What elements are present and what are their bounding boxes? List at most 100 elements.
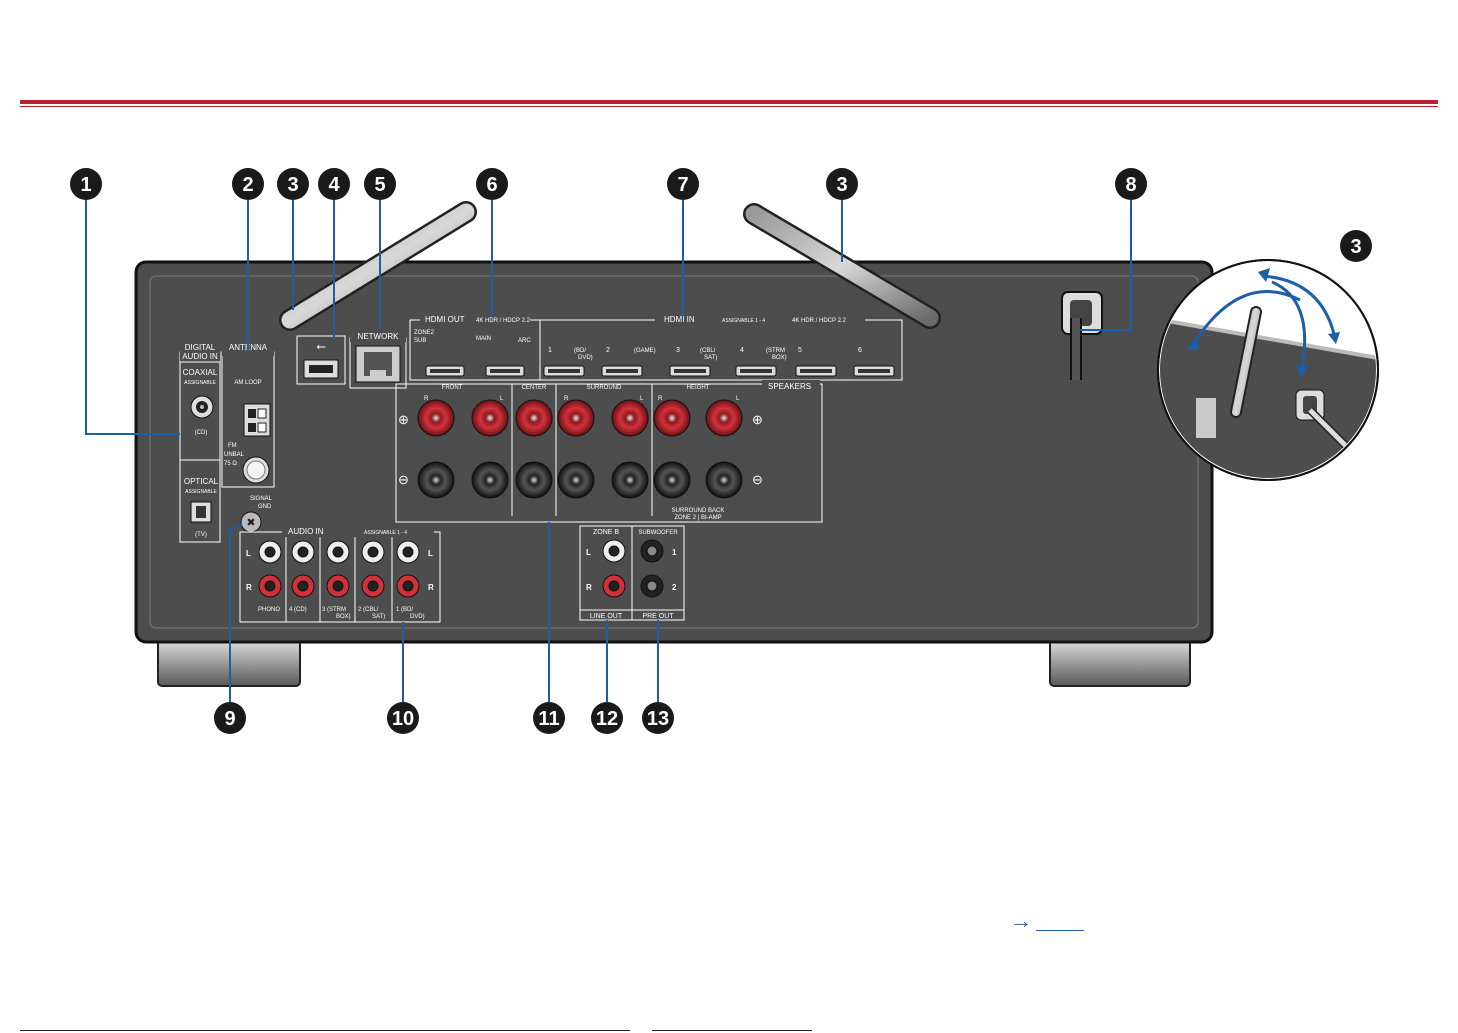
hdmi-in-spec: 4K HDR / HDCP 2.2: [792, 318, 847, 324]
page-link[interactable]: [1036, 930, 1084, 931]
height-l: L: [736, 396, 740, 402]
subwoofer-label: SUBWOOFER: [638, 530, 678, 536]
digital-label: DIGITAL: [185, 343, 216, 352]
hdmi-in-assignable: ASSIGNABLE 1 - 4: [722, 318, 765, 324]
hdmi-in-2-name: (GAME): [634, 348, 656, 354]
ohm-label: 75 Ω: [224, 461, 237, 467]
callout-11: 11: [533, 702, 565, 734]
height-r: R: [658, 396, 663, 402]
sub-1: 1: [672, 548, 677, 557]
hdmi-out-label: HDMI OUT: [425, 315, 465, 324]
bd-label-b: DVD): [410, 614, 425, 620]
network-port: NETWORK: [349, 330, 407, 389]
svg-text:5: 5: [374, 174, 385, 196]
center-label: CENTER: [522, 385, 547, 391]
hdmi-out-spec: 4K HDR / HDCP 2.2: [476, 318, 531, 324]
phono-label: PHONO: [258, 607, 280, 613]
front-l: L: [500, 396, 504, 402]
strm-label-a: 3 (STRM: [322, 607, 346, 613]
cd-input-label: 4 (CD): [289, 607, 307, 613]
strm-label-b: BOX): [336, 614, 351, 620]
speakers-label: SPEAKERS: [768, 382, 811, 391]
plus-left: ⊕: [398, 412, 409, 427]
surround-label: SURROUND: [587, 385, 622, 391]
page-link-arrow-icon[interactable]: →: [1010, 908, 1032, 933]
hdmi-in-3-name-b: SAT): [704, 355, 717, 361]
hdmi-in-3-name-a: (CBL/: [700, 348, 716, 354]
callout-3b: 3: [826, 168, 858, 200]
bd-label-a: 1 (BD/: [396, 607, 413, 613]
power-cord: [1061, 291, 1103, 380]
fm-label: FM: [228, 443, 237, 449]
callout-8: 8: [1115, 168, 1147, 200]
plus-right: ⊕: [752, 412, 763, 427]
hdmi-in-1: 1: [548, 347, 552, 354]
footer-rule-left: [20, 1030, 630, 1031]
hdmi-in-6: 6: [858, 347, 862, 354]
svg-text:10: 10: [392, 708, 414, 730]
svg-text:8: 8: [1125, 174, 1136, 196]
unbal-label: UNBAL: [224, 452, 245, 458]
gnd-label: GND: [258, 504, 272, 510]
svg-text:13: 13: [647, 708, 669, 730]
hdmi-in-5: 5: [798, 347, 802, 354]
audio-in-assignable: ASSIGNABLE 1 - 4: [364, 530, 407, 536]
callout-2: 2: [232, 168, 264, 200]
audio-l-right: L: [428, 549, 433, 558]
header-rule-thin: [20, 106, 1438, 107]
header-rule: [20, 100, 1438, 104]
svg-text:✖: ✖: [246, 516, 255, 529]
pre-out-label: PRE OUT: [642, 613, 674, 620]
feet: [157, 639, 1191, 687]
callout-6: 6: [476, 168, 508, 200]
zone2-label: ZONE2: [414, 330, 435, 336]
speakers-section: SPEAKERS FRONT CENTER SURROUND HEIGHT R …: [395, 380, 823, 523]
svg-text:9: 9: [224, 708, 235, 730]
footer-rule-right: [652, 1030, 812, 1031]
network-label: NETWORK: [358, 332, 400, 341]
hdmi-in-4: 4: [740, 347, 744, 354]
zoneb-r: R: [586, 583, 592, 592]
svg-text:3: 3: [836, 174, 847, 196]
svg-text:4: 4: [328, 174, 340, 196]
callout-3c: 3: [1340, 230, 1372, 262]
sub-label: SUB: [414, 338, 426, 344]
svg-text:11: 11: [538, 708, 559, 730]
audio-r-right: R: [428, 583, 434, 592]
svg-text:6: 6: [486, 174, 497, 196]
audio-in-section: AUDIO IN ASSIGNABLE 1 - 4 L R L R PHONO …: [239, 525, 441, 623]
hdmi-in-section: HDMI IN ASSIGNABLE 1 - 4 4K HDR / HDCP 2…: [539, 313, 903, 381]
audio-l-left: L: [246, 549, 251, 558]
hdmi-in-label: HDMI IN: [664, 315, 695, 324]
surround-r: R: [564, 396, 569, 402]
callout-3a: 3: [277, 168, 309, 200]
minus-left: ⊖: [398, 472, 409, 487]
main-label: MAIN: [476, 336, 491, 342]
svg-text:12: 12: [596, 708, 618, 730]
audio-r-left: R: [246, 583, 252, 592]
tv-label: (TV): [195, 532, 207, 538]
callout-9: 9: [214, 702, 246, 734]
optical-label: OPTICAL: [184, 477, 219, 486]
zone2-biamp-label: ZONE 2 | BI-AMP: [674, 515, 721, 521]
front-r: R: [424, 396, 429, 402]
black-terminals: [417, 461, 743, 499]
height-label: HEIGHT: [687, 385, 710, 391]
svg-text:7: 7: [677, 174, 688, 196]
zone-b-label: ZONE B: [593, 529, 619, 536]
leader-lines: [85, 200, 1132, 702]
audio-in-label: AUDIO IN: [182, 352, 218, 361]
callout-7: 7: [667, 168, 699, 200]
signal-label: SIGNAL: [250, 496, 273, 502]
zoneb-l: L: [586, 548, 591, 557]
digital-audio-in-section: DIGITAL AUDIO IN COAXIAL ASSIGNABLE (CD)…: [179, 342, 221, 543]
svg-text:3: 3: [287, 174, 298, 196]
surround-back-label: SURROUND BACK: [672, 508, 725, 514]
hdmi-in-1-name-a: (BD/: [574, 348, 586, 354]
zone-b-pre-out-section: ZONE B SUBWOOFER L R 1 2 LINE OUT PRE OU…: [579, 525, 685, 621]
front-label: FRONT: [442, 385, 463, 391]
svg-text:2: 2: [242, 174, 253, 196]
cd-label: (CD): [195, 430, 208, 436]
red-terminals: [417, 399, 743, 437]
